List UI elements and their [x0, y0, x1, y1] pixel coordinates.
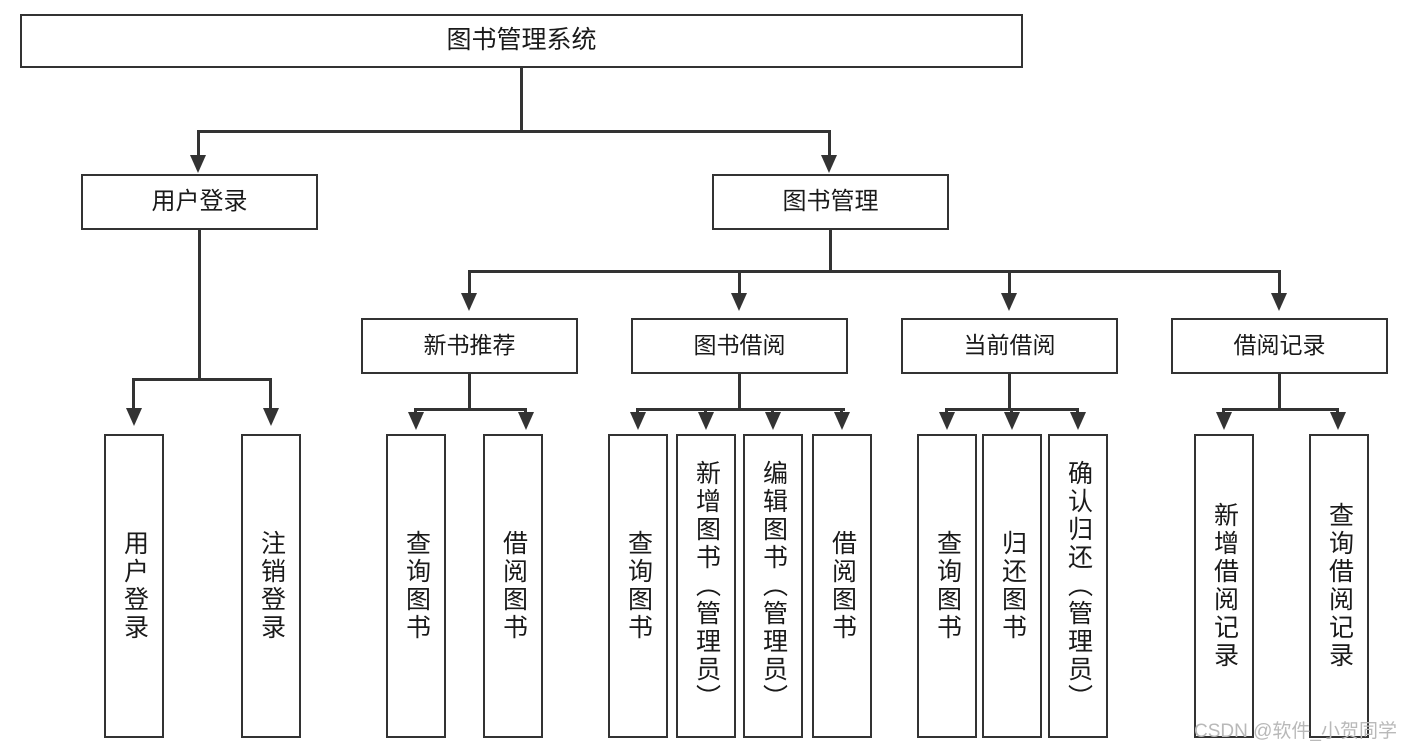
arrowhead-leaf-query-book-2	[630, 412, 646, 430]
leaf-edit-book[interactable]: 编辑图书（管理员）	[743, 434, 803, 738]
node-label: 当前借阅	[963, 332, 1056, 359]
arrowhead-leaf-user-login	[126, 408, 142, 426]
leaf-logout[interactable]: 注销登录	[241, 434, 301, 738]
leaf-user-login[interactable]: 用户登录	[104, 434, 164, 738]
node-book-management[interactable]: 图书管理	[712, 174, 949, 230]
connector-new-book-bus	[414, 408, 527, 411]
arrowhead-borrow-record	[1271, 293, 1287, 311]
node-borrow-record[interactable]: 借阅记录	[1171, 318, 1388, 374]
connector-book-manage-bus	[468, 270, 1280, 273]
connector-current-borrow-stem	[1008, 374, 1011, 410]
node-label: 查询图书	[624, 530, 653, 642]
connector-drop-current-borrow	[1008, 270, 1011, 295]
leaf-add-book[interactable]: 新增图书（管理员）	[676, 434, 736, 738]
node-label: 图书管理系统	[446, 26, 597, 55]
arrowhead-leaf-logout	[263, 408, 279, 426]
arrowhead-leaf-query-book-1	[408, 412, 424, 430]
arrowhead-book-borrow	[731, 293, 747, 311]
connector-root-bus	[197, 130, 831, 133]
node-root-system[interactable]: 图书管理系统	[20, 14, 1023, 68]
connector-user-login-stem	[198, 230, 201, 380]
arrowhead-leaf-borrow-book-2	[834, 412, 850, 430]
arrowhead-leaf-query-book-3	[939, 412, 955, 430]
node-label: 借阅图书	[499, 530, 528, 642]
leaf-query-book-current[interactable]: 查询图书	[917, 434, 977, 738]
node-label: 注销登录	[257, 530, 286, 642]
node-label: 新增图书（管理员）	[692, 460, 721, 712]
node-label: 归还图书	[998, 530, 1027, 642]
connector-book-manage-stem	[829, 230, 832, 272]
node-user-login[interactable]: 用户登录	[81, 174, 318, 230]
connector-drop-book-borrow	[738, 270, 741, 295]
connector-user-login-drop-1	[132, 378, 135, 410]
arrowhead-new-book	[461, 293, 477, 311]
leaf-query-book-borrow[interactable]: 查询图书	[608, 434, 668, 738]
connector-book-borrow-bus	[636, 408, 845, 411]
connector-user-login-bus	[132, 378, 271, 381]
node-label: 查询借阅记录	[1325, 502, 1354, 670]
arrowhead-leaf-query-record	[1330, 412, 1346, 430]
node-label: 编辑图书（管理员）	[759, 460, 788, 712]
leaf-borrow-book[interactable]: 借阅图书	[812, 434, 872, 738]
connector-user-login-drop-2	[269, 378, 272, 410]
node-label: 查询图书	[933, 530, 962, 642]
node-label: 借阅记录	[1233, 332, 1326, 359]
node-label: 用户登录	[120, 530, 149, 642]
arrowhead-leaf-edit-book	[765, 412, 781, 430]
node-new-book-recommend[interactable]: 新书推荐	[361, 318, 578, 374]
watermark-text: CSDN @软件_小贺同学	[1194, 721, 1397, 742]
connector-drop-borrow-record	[1278, 270, 1281, 295]
connector-drop-book-manage	[828, 130, 831, 158]
arrowhead-book-manage	[821, 155, 837, 173]
leaf-return-book[interactable]: 归还图书	[982, 434, 1042, 738]
connector-drop-user-login	[197, 130, 200, 158]
arrowhead-leaf-confirm-return	[1070, 412, 1086, 430]
arrowhead-leaf-borrow-book-1	[518, 412, 534, 430]
arrowhead-user-login	[190, 155, 206, 173]
node-label: 新书推荐	[423, 332, 516, 359]
leaf-add-borrow-record[interactable]: 新增借阅记录	[1194, 434, 1254, 738]
node-label: 新增借阅记录	[1210, 502, 1239, 670]
leaf-borrow-book-recommend[interactable]: 借阅图书	[483, 434, 543, 738]
arrowhead-leaf-add-record	[1216, 412, 1232, 430]
node-label: 查询图书	[402, 530, 431, 642]
leaf-query-book-recommend[interactable]: 查询图书	[386, 434, 446, 738]
connector-borrow-record-stem	[1278, 374, 1281, 410]
node-label: 确认归还（管理员）	[1064, 460, 1093, 712]
arrowhead-leaf-return-book	[1004, 412, 1020, 430]
arrowhead-current-borrow	[1001, 293, 1017, 311]
connector-root-stem	[520, 68, 523, 132]
connector-drop-new-book	[468, 270, 471, 295]
leaf-query-borrow-record[interactable]: 查询借阅记录	[1309, 434, 1369, 738]
leaf-confirm-return[interactable]: 确认归还（管理员）	[1048, 434, 1108, 738]
connector-new-book-stem	[468, 374, 471, 410]
arrowhead-leaf-add-book	[698, 412, 714, 430]
node-label: 用户登录	[151, 187, 248, 215]
node-label: 借阅图书	[828, 530, 857, 642]
node-label: 图书管理	[782, 187, 879, 215]
connector-book-borrow-stem	[738, 374, 741, 410]
node-book-borrow[interactable]: 图书借阅	[631, 318, 848, 374]
node-label: 图书借阅	[693, 332, 786, 359]
node-current-borrow[interactable]: 当前借阅	[901, 318, 1118, 374]
connector-borrow-record-bus	[1222, 408, 1339, 411]
